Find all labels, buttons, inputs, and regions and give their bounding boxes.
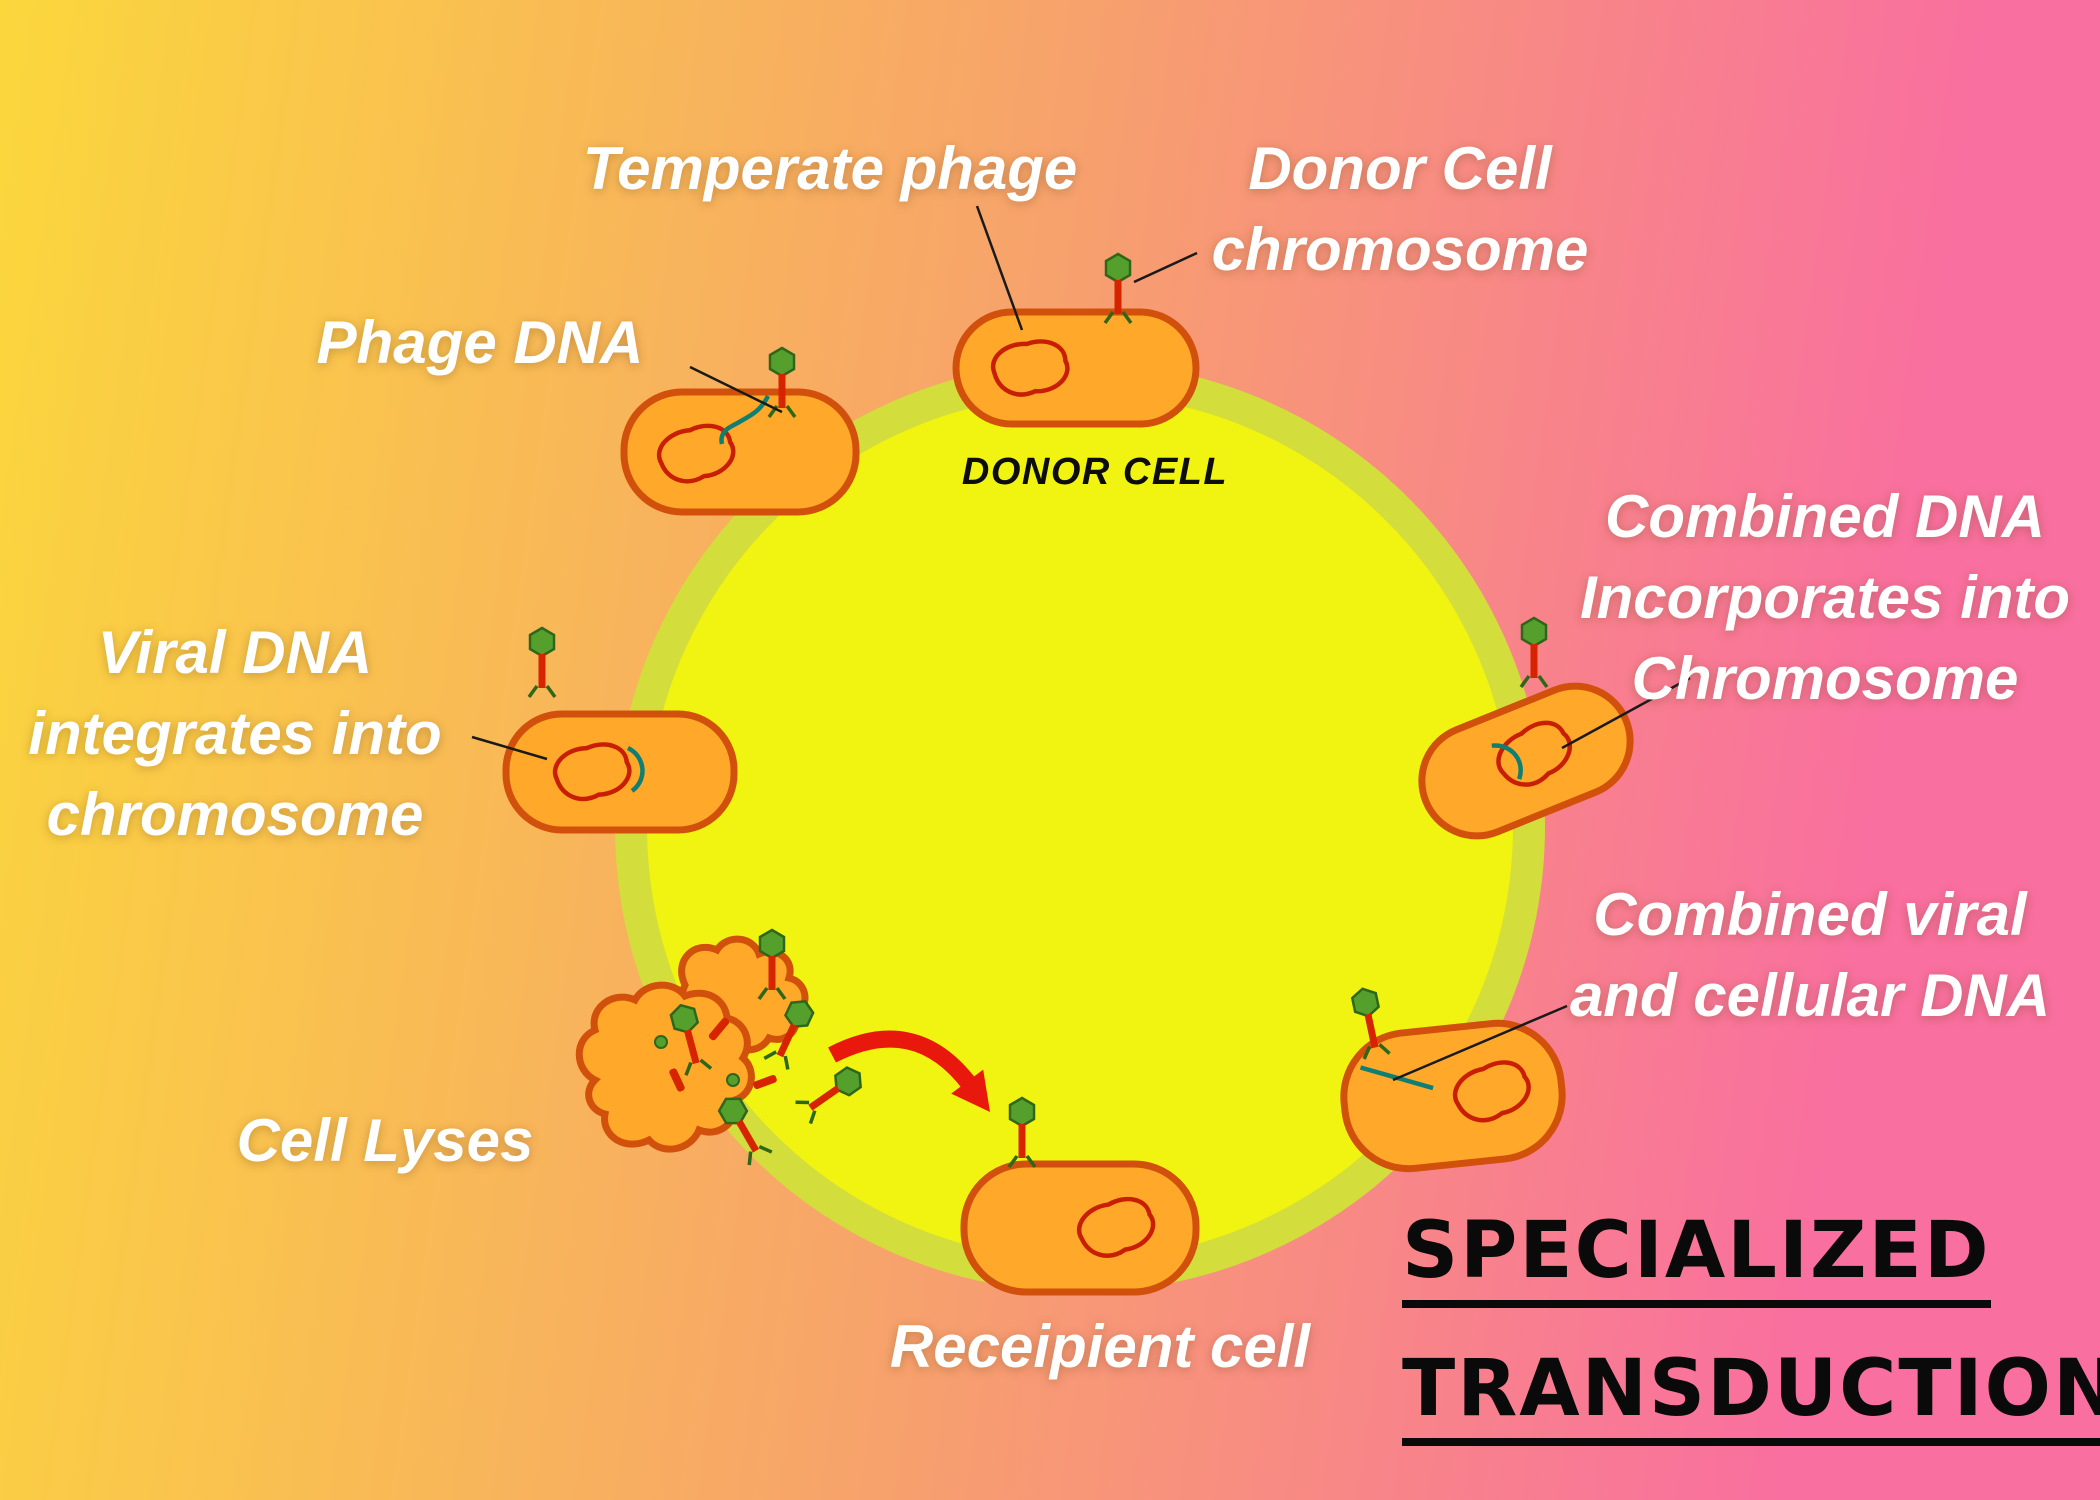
phage-head-fragment xyxy=(654,1035,668,1049)
phage-fragment xyxy=(753,1074,777,1090)
label-donor-cell: DONOR CELL xyxy=(961,451,1229,493)
phage-icon xyxy=(1103,252,1133,325)
phage-icon xyxy=(1007,1096,1037,1169)
phage-fragment xyxy=(708,1017,730,1041)
label-viral-dna-integrates: Viral DNA integrates into chromosome xyxy=(28,619,442,848)
phage-icon xyxy=(767,346,797,419)
integrated-dna-cell xyxy=(502,710,738,834)
donor-cell xyxy=(952,308,1200,428)
diagram-title: SPECIALIZED TRANSDUCTION xyxy=(1402,1212,2100,1446)
title-line-1: SPECIALIZED xyxy=(1402,1212,1991,1308)
label-combined-dna: Combined DNA Incorporates into Chromosom… xyxy=(1579,483,2071,712)
phage-icon xyxy=(527,626,557,699)
phage-fragment xyxy=(669,1068,685,1092)
cycle-ring xyxy=(615,362,1545,1292)
label-combined-viral: Combined viral and cellular DNA xyxy=(1569,881,2051,1029)
phage-head-fragment xyxy=(726,1073,740,1087)
label-cell-lyses: Cell Lyses xyxy=(236,1107,534,1174)
label-temperate-phage: Temperate phage xyxy=(582,135,1078,202)
phage-icon xyxy=(1519,616,1549,689)
label-recipient-cell: Receipient cell xyxy=(889,1313,1311,1380)
phage-dna-cell xyxy=(620,388,860,516)
label-phage-dna: Phage DNA xyxy=(316,309,644,376)
label-donor-cell-chromosome: Donor Cell chromosome xyxy=(1211,135,1589,283)
recipient-cell xyxy=(960,1160,1200,1296)
lysed-body xyxy=(575,981,755,1153)
integrated-dna-cell-body xyxy=(502,710,738,834)
title-line-2: TRANSDUCTION xyxy=(1402,1350,2100,1446)
